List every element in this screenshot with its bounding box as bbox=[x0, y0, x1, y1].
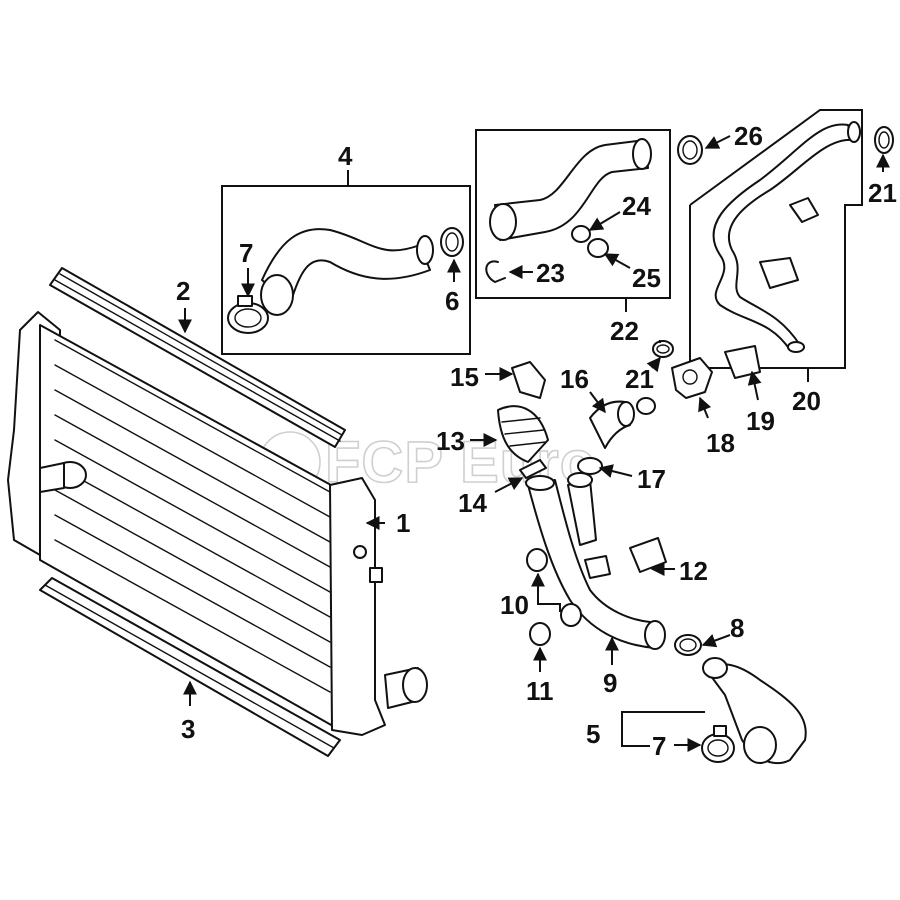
part-10-grommet-lower[interactable] bbox=[560, 603, 582, 627]
part-22-charge-pipe[interactable] bbox=[489, 138, 652, 241]
callout-13: 13 bbox=[436, 426, 465, 456]
part-15-sensor[interactable] bbox=[511, 361, 546, 399]
callout-21-lower: 21 bbox=[625, 364, 654, 394]
callout-numbers: 1 2 3 4 5 6 7 7 8 9 10 11 12 13 14 15 16… bbox=[176, 121, 897, 761]
part-11-grommet[interactable] bbox=[529, 622, 551, 646]
part-21-clamp-upper[interactable] bbox=[874, 126, 894, 154]
part-7-hose-clamp-lower[interactable] bbox=[701, 725, 735, 763]
part-5-charge-air-hose[interactable] bbox=[702, 657, 807, 765]
part-25-bushing[interactable] bbox=[587, 238, 609, 258]
callout-4: 4 bbox=[338, 141, 353, 171]
part-23-clip[interactable] bbox=[485, 260, 506, 283]
part-20-coolant-hose[interactable] bbox=[712, 121, 861, 353]
part-16-clamp[interactable] bbox=[636, 397, 656, 415]
callout-23: 23 bbox=[536, 258, 565, 288]
callout-1: 1 bbox=[396, 508, 410, 538]
part-10-grommet-upper[interactable] bbox=[526, 548, 548, 572]
callout-16: 16 bbox=[560, 364, 589, 394]
callout-20: 20 bbox=[792, 386, 821, 416]
group-box-20 bbox=[689, 109, 863, 369]
part-2-upper-air-guide[interactable] bbox=[49, 267, 346, 448]
part-13-boot[interactable] bbox=[497, 405, 549, 463]
group-box-22 bbox=[475, 129, 671, 299]
callout-10: 10 bbox=[500, 590, 529, 620]
leader-lines bbox=[178, 135, 890, 752]
callout-22: 22 bbox=[610, 316, 639, 346]
callout-9: 9 bbox=[603, 668, 617, 698]
callout-7-upper: 7 bbox=[239, 238, 253, 268]
callout-26: 26 bbox=[734, 121, 763, 151]
part-16-elbow-hose[interactable] bbox=[589, 400, 635, 449]
callout-2: 2 bbox=[176, 276, 190, 306]
callout-3: 3 bbox=[181, 714, 195, 744]
part-17-clamp[interactable] bbox=[577, 457, 603, 475]
callout-19: 19 bbox=[746, 406, 775, 436]
callout-14: 14 bbox=[458, 488, 487, 518]
part-1-intercooler[interactable] bbox=[7, 311, 428, 736]
part-12-sensor-bracket[interactable] bbox=[629, 537, 667, 573]
callout-18: 18 bbox=[706, 428, 735, 458]
callout-24: 24 bbox=[622, 191, 651, 221]
part-8-clamp[interactable] bbox=[674, 634, 702, 656]
callout-17: 17 bbox=[637, 464, 666, 494]
part-6-o-ring[interactable] bbox=[440, 227, 464, 257]
callout-7-lower: 7 bbox=[652, 731, 666, 761]
part-26-o-ring[interactable] bbox=[677, 135, 703, 165]
callout-11: 11 bbox=[526, 676, 554, 706]
callout-12: 12 bbox=[679, 556, 708, 586]
part-7-hose-clamp-upper[interactable] bbox=[227, 295, 269, 334]
callout-15: 15 bbox=[450, 362, 479, 392]
part-18-thermostat-housing[interactable] bbox=[671, 357, 713, 399]
part-9-charge-air-pipe[interactable] bbox=[525, 472, 666, 650]
part-21-clamp-lower[interactable] bbox=[652, 340, 674, 358]
callout-21-upper: 21 bbox=[868, 178, 897, 208]
part-4-charge-air-hose[interactable] bbox=[260, 228, 434, 316]
callout-6: 6 bbox=[445, 286, 459, 316]
callout-5: 5 bbox=[586, 719, 600, 749]
part-14-bolt[interactable] bbox=[519, 459, 547, 479]
callout-8: 8 bbox=[730, 613, 744, 643]
group-box-4 bbox=[221, 185, 471, 355]
part-19-bracket[interactable] bbox=[724, 345, 761, 379]
callout-25: 25 bbox=[632, 263, 661, 293]
part-3-lower-air-guide[interactable] bbox=[39, 577, 341, 757]
part-24-seal[interactable] bbox=[571, 225, 591, 243]
